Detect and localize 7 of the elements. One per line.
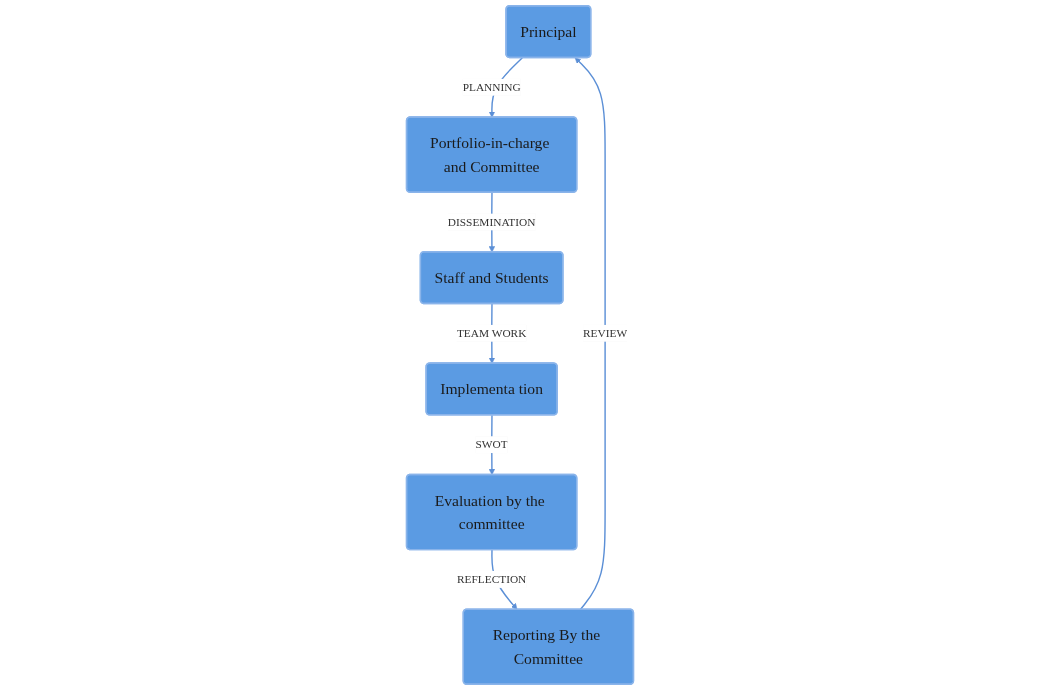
edge-label: DISSEMINATION	[447, 215, 536, 228]
arrow	[574, 57, 606, 611]
edge-label: REFLECTION	[456, 572, 527, 586]
edge-label: REVIEW	[583, 326, 628, 339]
edge-label: PLANNING	[462, 80, 521, 93]
edge-label: SWOT	[475, 438, 508, 451]
edge-label: TEAM WORK	[456, 326, 527, 339]
